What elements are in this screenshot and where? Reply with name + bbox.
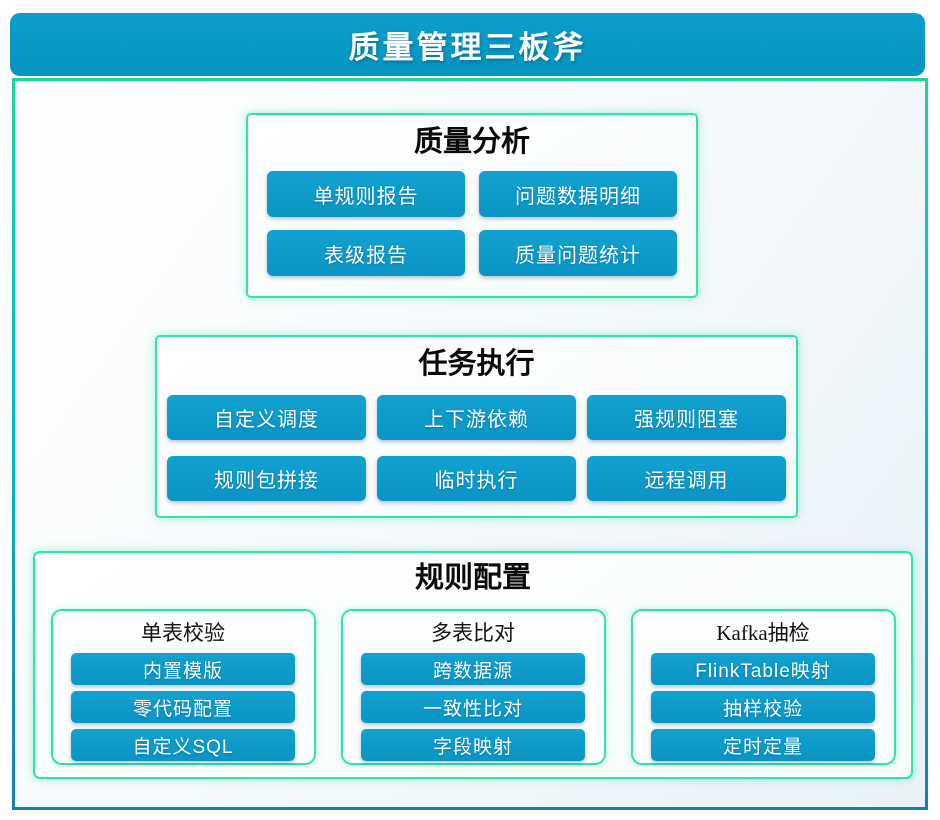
section-task-execution-title: 任务执行 xyxy=(418,348,535,380)
group-kafka-sampling: Kafka抽检 FlinkTable映射 抽样校验 定时定量 xyxy=(630,609,896,765)
rule-config-groups: 单表校验 内置模版 零代码配置 自定义SQL 多表比对 跨数据源 一致性比对 字… xyxy=(35,609,911,765)
diagram-body: 质量分析 单规则报告 问题数据明细 表级报告 质量问题统计 任务执行 自定义调度… xyxy=(12,78,928,810)
quality-analysis-grid: 单规则报告 问题数据明细 表级报告 质量问题统计 xyxy=(248,171,696,276)
diagram-title-bar: 质量管理三板斧 xyxy=(10,13,925,76)
chip-zero-code-config: 零代码配置 xyxy=(71,691,295,723)
chip-temporary-execution: 临时执行 xyxy=(377,456,576,501)
chip-cross-datasource: 跨数据源 xyxy=(361,653,585,685)
chip-remote-call: 远程调用 xyxy=(587,456,786,501)
kafka-sampling-list: FlinkTable映射 抽样校验 定时定量 xyxy=(633,653,894,761)
section-quality-analysis: 质量分析 单规则报告 问题数据明细 表级报告 质量问题统计 xyxy=(246,113,698,298)
chip-quality-issue-stats: 质量问题统计 xyxy=(479,230,677,276)
chip-custom-sql: 自定义SQL xyxy=(71,729,295,761)
chip-problem-data-detail: 问题数据明细 xyxy=(479,171,677,217)
section-rule-config: 规则配置 单表校验 内置模版 零代码配置 自定义SQL 多表比对 跨数据源 一致… xyxy=(33,551,913,779)
chip-single-rule-report: 单规则报告 xyxy=(267,171,465,217)
chip-upstream-downstream-deps: 上下游依赖 xyxy=(377,395,576,440)
single-table-check-list: 内置模版 零代码配置 自定义SQL xyxy=(53,653,314,761)
group-multi-table-compare: 多表比对 跨数据源 一致性比对 字段映射 xyxy=(340,609,606,765)
chip-custom-scheduling: 自定义调度 xyxy=(167,395,366,440)
task-execution-grid: 自定义调度 上下游依赖 强规则阻塞 规则包拼接 临时执行 远程调用 xyxy=(157,395,796,501)
chip-table-level-report: 表级报告 xyxy=(267,230,465,276)
chip-builtin-template: 内置模版 xyxy=(71,653,295,685)
section-rule-config-title: 规则配置 xyxy=(414,562,531,594)
diagram-title: 质量管理三板斧 xyxy=(348,30,587,65)
chip-flinktable-mapping: FlinkTable映射 xyxy=(651,653,875,685)
chip-strong-rule-blocking: 强规则阻塞 xyxy=(587,395,786,440)
group-single-table-check: 单表校验 内置模版 零代码配置 自定义SQL xyxy=(50,609,316,765)
chip-rule-package-splicing: 规则包拼接 xyxy=(167,456,366,501)
chip-sampling-check: 抽样校验 xyxy=(651,691,875,723)
section-quality-analysis-title: 质量分析 xyxy=(413,126,530,158)
section-task-execution: 任务执行 自定义调度 上下游依赖 强规则阻塞 规则包拼接 临时执行 远程调用 xyxy=(155,335,798,518)
chip-timed-quantitative: 定时定量 xyxy=(651,729,875,761)
multi-table-compare-list: 跨数据源 一致性比对 字段映射 xyxy=(343,653,604,761)
chip-consistency-compare: 一致性比对 xyxy=(361,691,585,723)
chip-field-mapping: 字段映射 xyxy=(361,729,585,761)
group-single-table-check-title: 单表校验 xyxy=(141,621,225,645)
group-kafka-sampling-title: Kafka抽检 xyxy=(716,621,810,645)
group-multi-table-compare-title: 多表比对 xyxy=(431,621,515,645)
